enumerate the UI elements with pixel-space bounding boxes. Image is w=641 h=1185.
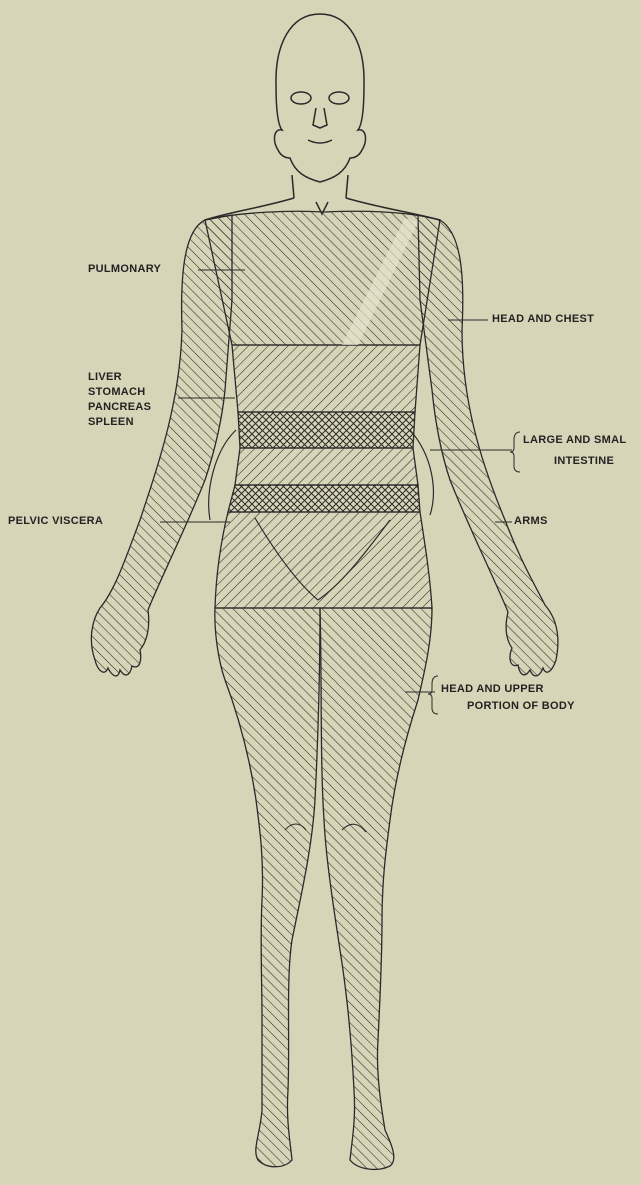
label-stomach: STOMACH: [88, 385, 146, 400]
head: [205, 14, 440, 220]
label-liver: LIVER: [88, 370, 122, 385]
label-spleen: SPLEEN: [88, 415, 134, 430]
label-pancreas: PANCREAS: [88, 400, 151, 415]
label-intestine: INTESTINE: [554, 454, 614, 469]
label-head-and-chest: HEAD AND CHEST: [492, 312, 594, 327]
label-portion-of-body: PORTION OF BODY: [467, 699, 575, 714]
mid-abdomen-zone-1: [238, 412, 415, 448]
upper-abdomen-zone: [232, 345, 420, 412]
label-pulmonary: PULMONARY: [88, 262, 161, 277]
label-head-and-upper: HEAD AND UPPER: [441, 682, 544, 697]
lower-abdomen-zone: [228, 485, 420, 512]
pelvic-zone: [215, 512, 432, 608]
label-arms: ARMS: [514, 514, 548, 529]
mid-abdomen-zone-2: [235, 448, 418, 485]
left-arm: [91, 215, 232, 676]
label-large-and-small: LARGE AND SMAL: [523, 433, 626, 448]
torso: [205, 211, 440, 608]
label-pelvic-viscera: PELVIC VISCERA: [8, 514, 103, 529]
left-leg: [215, 608, 320, 1167]
